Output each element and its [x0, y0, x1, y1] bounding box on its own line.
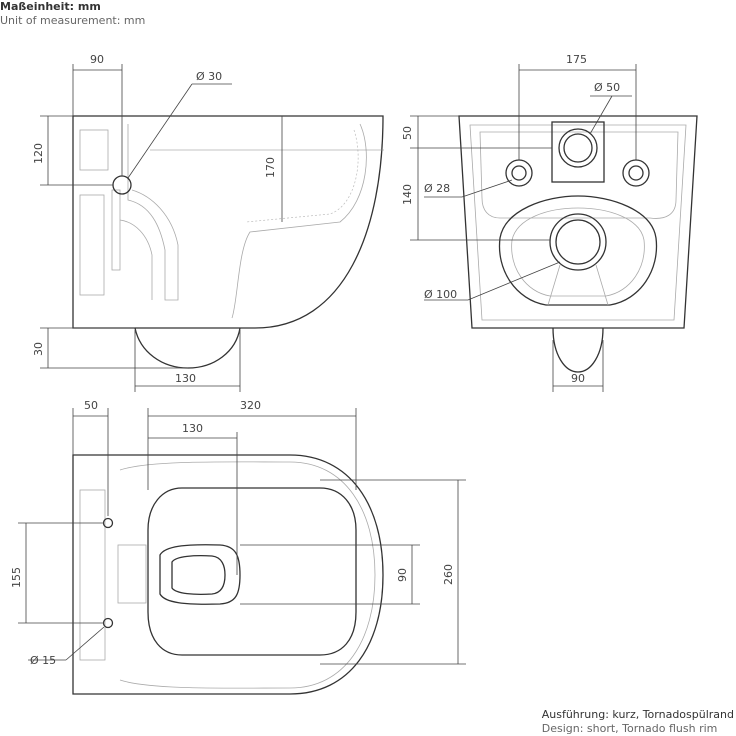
- unit-label-en: Unit of measurement: mm: [0, 14, 146, 27]
- rear-leader-50: [589, 95, 613, 135]
- side-dim-120-label: 120: [32, 143, 45, 164]
- top-dia-15-label: Ø 15: [30, 654, 56, 667]
- side-view-trap-inner: [119, 219, 153, 300]
- unit-header: Maßeinheit: mm Unit of measurement: mm: [0, 0, 145, 28]
- side-view: 90 120 170 Ø 30 30 130: [32, 53, 384, 392]
- side-view-outlet: [134, 327, 241, 369]
- rear-view: 175 Ø 50 50 140 Ø 28 Ø 100 90: [401, 53, 698, 392]
- side-leader-30: [127, 83, 193, 179]
- side-dim-30-label: 30: [32, 342, 45, 356]
- rear-view-inlet-inner: [563, 133, 593, 163]
- top-dim-90-label: 90: [396, 568, 409, 582]
- top-view-bowl: [147, 487, 357, 656]
- top-view-rim: [119, 461, 376, 689]
- rear-dia-28-label: Ø 28: [424, 182, 450, 195]
- side-view-bowl-contour: [245, 129, 359, 223]
- side-view-mount-bottom: [79, 194, 105, 296]
- rear-view-bowl: [498, 195, 658, 306]
- rear-dim-90-label: 90: [571, 372, 585, 385]
- side-dim-170-label: 170: [264, 157, 277, 178]
- top-dim-50-label: 50: [84, 399, 98, 412]
- top-view-drain-inner: [171, 555, 226, 595]
- rear-dim-175-label: 175: [566, 53, 587, 66]
- side-view-trap: [127, 124, 179, 301]
- rear-view-drain-channel: [547, 264, 609, 306]
- rear-view-inner-outline: [469, 124, 687, 321]
- top-view: 50 320 130 155 90 260 Ø 15: [10, 399, 466, 695]
- design-label-en: Design: short, Tornado flush rim: [541, 722, 718, 735]
- rear-dia-50-label: Ø 50: [594, 81, 620, 94]
- top-dim-155-label: 155: [10, 567, 23, 588]
- rear-dim-140-label: 140: [401, 184, 414, 205]
- top-dim-320-label: 320: [240, 399, 261, 412]
- side-dia-30-label: Ø 30: [196, 70, 222, 83]
- rear-view-rim: [479, 131, 679, 219]
- side-dim-130-label: 130: [175, 372, 196, 385]
- rear-leader-100: [467, 261, 561, 301]
- rear-view-outline: [458, 115, 698, 329]
- top-view-inlet: [117, 544, 147, 604]
- design-label-de: Ausführung: kurz, Tornadospülrand: [541, 708, 734, 721]
- top-leader-15: [65, 626, 105, 661]
- side-view-mount-top: [79, 129, 109, 171]
- top-dim-260-label: 260: [442, 564, 455, 585]
- rear-dim-50-label: 50: [401, 126, 414, 140]
- top-view-outline: [72, 454, 384, 695]
- side-view-inner-contour: [231, 123, 367, 319]
- rear-view-drain-outer: [549, 213, 607, 271]
- rear-view-inlet-housing: [551, 121, 605, 183]
- unit-label-de: Maßeinheit: mm: [0, 0, 101, 13]
- top-dim-130-label: 130: [182, 422, 203, 435]
- rear-view-fix-left-outer: [505, 159, 533, 187]
- rear-view-outlet: [552, 327, 604, 373]
- rear-view-bowl-inner: [511, 207, 645, 297]
- rear-view-fix-right-inner: [628, 165, 644, 181]
- rear-view-drain-inner: [555, 219, 601, 265]
- top-view-drain-outer: [159, 544, 241, 605]
- rear-leader-28: [461, 179, 513, 198]
- rear-dia-100-label: Ø 100: [424, 288, 457, 301]
- rear-view-fix-left-inner: [511, 165, 527, 181]
- top-view-mount: [79, 489, 106, 661]
- rear-view-inlet-outer: [558, 128, 598, 168]
- rear-view-fix-right-outer: [622, 159, 650, 187]
- design-footer: Ausführung: kurz, Tornadospülrand Design…: [542, 708, 734, 736]
- side-dim-90-label: 90: [90, 53, 104, 66]
- side-view-mount-rail: [111, 189, 121, 271]
